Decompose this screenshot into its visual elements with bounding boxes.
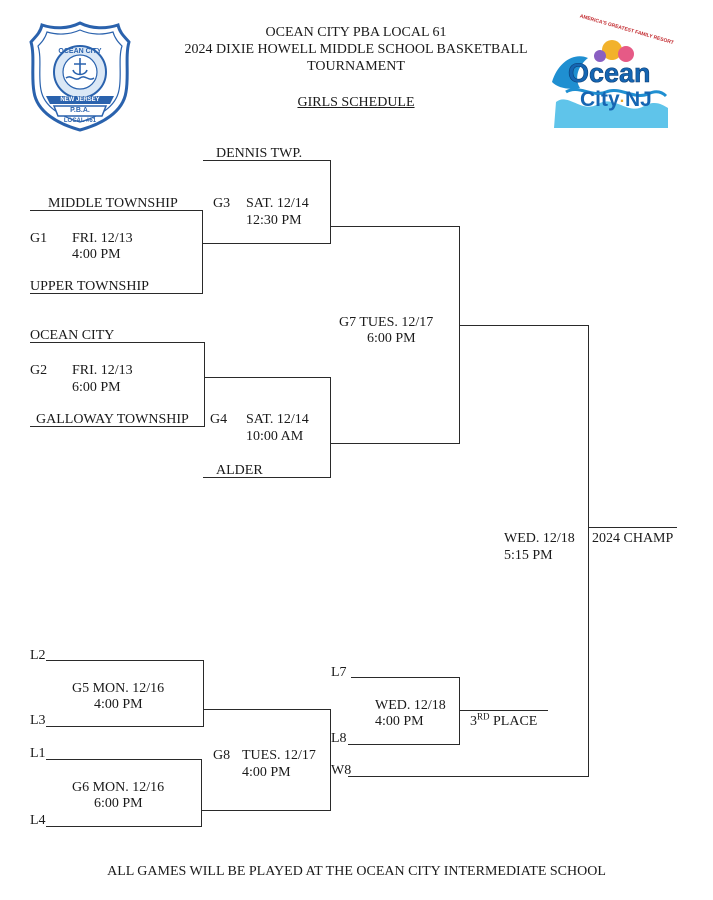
line-l8 [348,744,460,745]
champion-line [588,527,677,528]
line-dennis-twp [203,160,331,161]
schedule-subtitle: GIRLS SCHEDULE [297,95,415,110]
g5-time: 4:00 PM [94,697,143,712]
slot-l3: L3 [30,713,46,728]
third-place-label: 3RD PLACE [470,711,538,730]
line-galloway-township [30,426,204,427]
final-time: 5:15 PM [504,548,553,563]
slot-w8: W8 [331,763,352,778]
g8-date: TUES. 12/17 [242,748,316,763]
g2-winner-line [204,377,331,378]
g1-connector [202,210,203,294]
g1-date: FRI. 12/13 [72,231,133,246]
g4-connector [330,377,331,478]
g2-id: G2 [30,363,48,378]
g8-id: G8 [213,748,231,763]
third-date: WED. 12/18 [375,698,446,713]
g4-winner-line [330,443,460,444]
team-middle-township: MIDDLE TOWNSHIP [48,196,178,211]
line-l1 [46,759,201,760]
slot-l8: L8 [331,731,347,746]
g1-id: G1 [30,231,48,246]
slot-l7: L7 [331,665,347,680]
g6-time: 6:00 PM [94,796,143,811]
g2-connector [204,342,205,427]
g7-connector [459,226,460,444]
g1-winner-line [202,243,331,244]
pba-badge-logo: OCEAN CITY NEW JERSEY P.B.A. LOCAL #61 [28,20,132,132]
g6-winner-line [201,810,331,811]
g5-connector [203,660,204,727]
g4-time: 10:00 AM [246,429,304,444]
line-l3 [46,726,203,727]
team-ocean-city: OCEAN CITY [30,328,115,343]
g4-id: G4 [210,412,228,427]
final-connector [588,325,589,777]
g4-date: SAT. 12/14 [246,412,309,427]
pba-badge-mid-text: NEW JERSEY [60,97,100,103]
third-place-suffix: PLACE [489,714,538,729]
g7-time: 6:00 PM [367,331,416,346]
champion-label: 2024 CHAMP [592,531,674,546]
g3-time: 12:30 PM [246,213,302,228]
g2-date: FRI. 12/13 [72,363,133,378]
third-winner-line [459,710,548,711]
g6-label: G6 MON. 12/16 [72,780,165,795]
g5-winner-line [203,709,331,710]
footer-note: ALL GAMES WILL BE PLAYED AT THE OCEAN CI… [107,864,606,879]
ocean-city-nj-logo: AMERICA'S GREATEST FAMILY RESORT Ocean C… [548,13,674,128]
g1-time: 4:00 PM [72,247,121,262]
header-line-1: OCEAN CITY PBA LOCAL 61 [265,25,447,40]
oc-logo-city-row: City·NJ [580,88,652,111]
line-middle-township [30,210,202,211]
slot-l2: L2 [30,648,46,663]
g7-label: G7 TUES. 12/17 [339,315,434,330]
team-galloway-township: GALLOWAY TOWNSHIP [36,412,189,427]
pba-badge-top-text: OCEAN CITY [58,48,102,55]
line-l7 [351,677,460,678]
g7-winner-line [459,325,588,326]
header-line-3: TOURNAMENT [307,59,405,74]
final-date: WED. 12/18 [504,531,575,546]
slot-l4: L4 [30,813,46,828]
third-place-prefix: 3 [470,714,477,729]
line-alder [203,477,331,478]
oc-logo-word-nj: NJ [625,88,652,111]
oc-logo-word-city: City [580,88,620,111]
g3-winner-line [330,226,460,227]
line-l2 [46,660,203,661]
g2-time: 6:00 PM [72,380,121,395]
line-w8 [348,776,589,777]
line-ocean-city [30,342,204,343]
oc-logo-word-ocean: Ocean [568,58,651,89]
pba-badge-local-text: LOCAL #61 [63,118,97,124]
g8-time: 4:00 PM [242,765,291,780]
line-l4 [46,826,201,827]
g3-connector [330,160,331,244]
team-dennis-twp: DENNIS TWP. [216,146,303,161]
g6-connector [201,759,202,827]
line-upper-township [30,293,202,294]
team-alder: ALDER [216,463,263,478]
g5-label: G5 MON. 12/16 [72,681,165,696]
slot-l1: L1 [30,746,46,761]
header-line-2: 2024 DIXIE HOWELL MIDDLE SCHOOL BASKETBA… [184,42,528,57]
third-place-sup: RD [477,711,490,722]
third-time: 4:00 PM [375,714,424,729]
g8-connector [330,709,331,811]
team-upper-township: UPPER TOWNSHIP [30,279,149,294]
g3-id: G3 [213,196,231,211]
third-connector [459,677,460,745]
g3-date: SAT. 12/14 [246,196,309,211]
pba-badge-pba-text: P.B.A. [70,107,90,114]
